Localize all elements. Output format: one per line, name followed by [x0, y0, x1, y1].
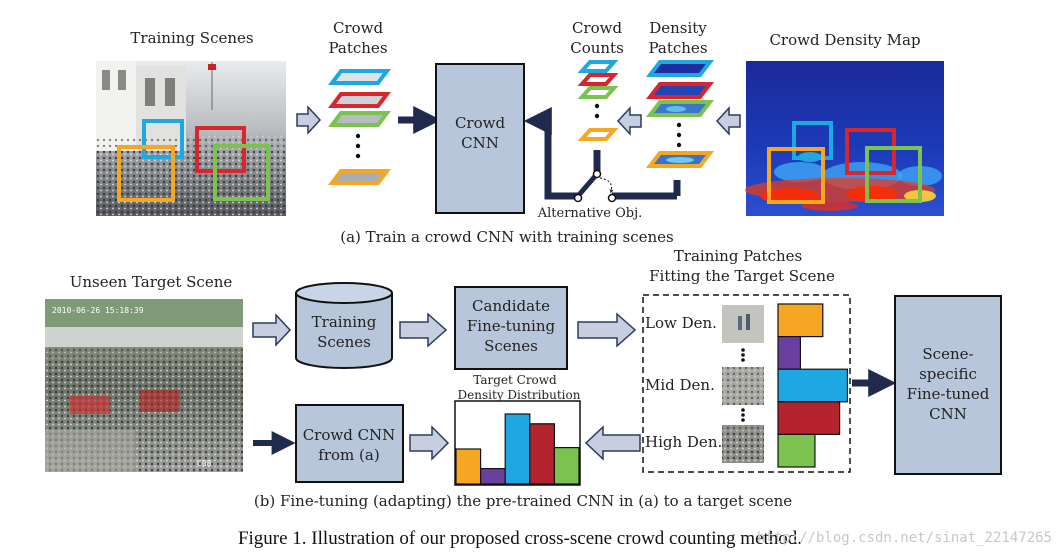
arrow-from-objective [523, 107, 578, 200]
crowd-patches-label-line2: Patches [328, 39, 387, 57]
subcaption-a: (a) Train a crowd CNN with training scen… [340, 228, 674, 246]
crowd-patch-stack [328, 69, 391, 185]
scene-box-orange [117, 145, 175, 202]
crowd-cnn-from-line1: Crowd CNN [303, 426, 396, 444]
crowd-counts-label-line1: Crowd [572, 19, 623, 37]
scene-box-red [195, 126, 246, 173]
target-dist-bar-1 [455, 448, 482, 485]
training-patches-label-line2: Fitting the Target Scene [649, 267, 835, 285]
training-patch-distribution-bars [777, 303, 849, 468]
watermark: http://blog.csdn.net/sinat_22147265 [757, 530, 1052, 546]
candidate-label-line3: Scenes [484, 337, 538, 355]
training-patch-bar-2 [777, 336, 801, 370]
high-density-thumb [722, 425, 764, 463]
subcaption-b: (b) Fine-tuning (adapting) the pre-train… [254, 492, 792, 510]
figure-caption: Figure 1. Illustration of our proposed c… [238, 528, 802, 549]
crowd-cnn-from-line2: from (a) [318, 446, 379, 464]
hollow-arrow-icon [296, 105, 322, 135]
scene-cam-tag: C08 [197, 459, 212, 468]
candidate-label-line2: Fine-tuning [467, 317, 556, 335]
target-dist-bars [455, 413, 580, 485]
mid-density-thumb [722, 367, 764, 405]
alternative-objective-label: Alternative Obj. [537, 206, 643, 221]
target-dist-bar-3 [504, 413, 531, 485]
map-box-green [865, 146, 922, 203]
map-box-orange [767, 147, 825, 204]
training-patches-label-line1: Training Patches [674, 247, 802, 265]
crowd-cnn-from-a-box [295, 404, 404, 483]
crowd-density-map [745, 61, 944, 216]
map-box-blue [792, 121, 833, 160]
crowd-cnn-box [435, 63, 525, 214]
training-scenes-label: Training Scenes [130, 29, 253, 47]
scene-timestamp: 2010-06-26 15:18:39 [52, 306, 144, 315]
training-patches-frame [642, 294, 851, 473]
scene-specific-line3: Fine-tuned [907, 385, 990, 403]
candidate-label-line1: Candidate [472, 297, 550, 315]
training-scenes-db-line2: Scenes [317, 333, 371, 351]
training-scenes-db-line1: Training [312, 313, 377, 331]
high-density-label: High Den. [645, 433, 722, 451]
hollow-arrow-icon [399, 312, 448, 348]
scene-specific-line1: Scene- [922, 345, 973, 363]
crowd-counts-label-line2: Counts [570, 39, 624, 57]
training-patch-bar-5 [777, 433, 816, 468]
unseen-target-scene-image: 2010-06-26 15:18:39 C08 [45, 299, 243, 472]
candidate-fine-tuning-box [454, 286, 568, 370]
low-density-thumb [722, 305, 764, 343]
mid-density-label: Mid Den. [645, 376, 715, 394]
low-density-label: Low Den. [645, 314, 717, 332]
target-dist-label-line2: Density Distribution [458, 388, 581, 402]
crowd-cnn-label-line2: CNN [461, 134, 499, 152]
scene-specific-line4: CNN [929, 405, 967, 423]
unseen-target-scene-label: Unseen Target Scene [70, 273, 233, 291]
density-patch-stack [645, 60, 715, 168]
hollow-arrow-icon [616, 106, 642, 136]
target-dist-label-line1: Target Crowd [473, 373, 557, 387]
target-dist-bar-2 [480, 468, 506, 485]
hollow-arrow-icon [584, 425, 641, 461]
thumb-ellipsis [741, 348, 745, 422]
scene-specific-cnn-box [894, 295, 1002, 475]
target-dist-bar-5 [553, 447, 580, 485]
training-patch-bar-4 [777, 401, 841, 435]
crowd-cnn-label-line1: Crowd [455, 114, 506, 132]
density-patches-label-line1: Density [649, 19, 707, 37]
training-patch-bar-1 [777, 303, 824, 338]
density-map-label: Crowd Density Map [769, 31, 920, 49]
hollow-arrow-icon [577, 312, 637, 348]
hollow-arrow-icon [409, 425, 450, 461]
hollow-arrow-icon [252, 313, 292, 347]
map-box-red [845, 128, 896, 175]
crowd-patches-label-line1: Crowd [333, 19, 384, 37]
density-patches-label-line2: Patches [648, 39, 707, 57]
crowd-counts-stack [577, 60, 619, 141]
training-scene-image [96, 61, 286, 216]
hollow-arrow-icon [715, 106, 741, 136]
scene-box-blue [142, 119, 184, 159]
alternative-objective-switch [573, 150, 681, 203]
training-patch-bar-3 [777, 368, 849, 403]
target-dist-bar-4 [529, 423, 555, 485]
scene-box-green [213, 144, 270, 201]
scene-specific-line2: specific [919, 365, 977, 383]
training-scenes-database [295, 282, 393, 369]
